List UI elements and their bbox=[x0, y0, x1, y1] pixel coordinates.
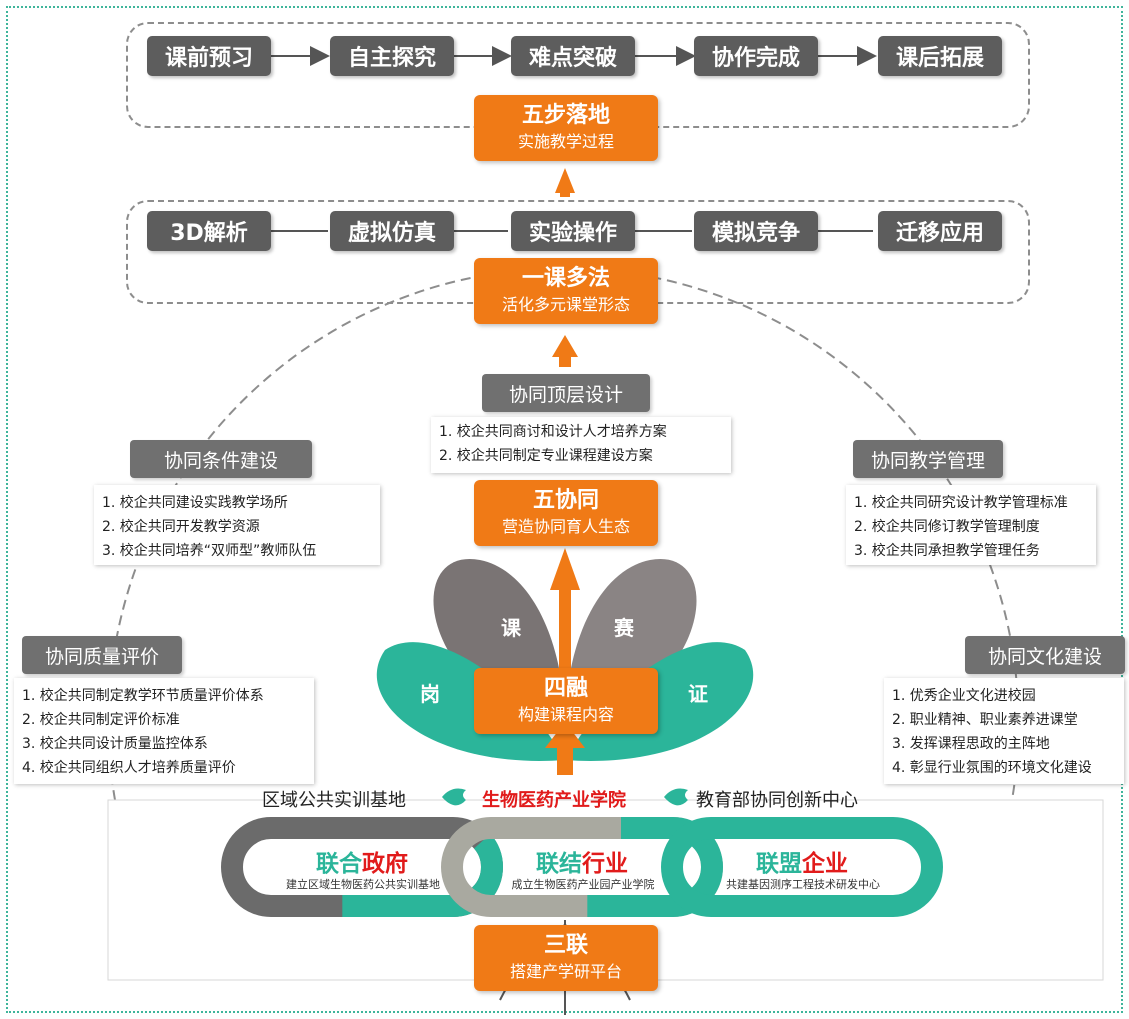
three-links-title: 三联 bbox=[543, 933, 588, 958]
list-item: 2. 职业精神、职业素养进课堂 bbox=[892, 712, 1078, 728]
arrow-up-1 bbox=[555, 168, 575, 197]
list-item: 3. 校企共同培养“双师型”教师队伍 bbox=[102, 543, 317, 559]
one-course-title: 一课多法 bbox=[521, 266, 610, 291]
platform-center: 生物医药产业学院 bbox=[482, 790, 626, 811]
chain-enterprise-title: 联盟企业 bbox=[702, 844, 902, 878]
culture-label: 协同文化建设 bbox=[965, 636, 1125, 674]
list-item: 1. 校企共同制定教学环节质量评价体系 bbox=[22, 688, 264, 704]
list-item: 4. 校企共同组织人才培养质量评价 bbox=[22, 760, 236, 776]
step-self-explore: 自主探究 bbox=[330, 36, 454, 76]
five-synergy-title: 五协同 bbox=[532, 488, 599, 513]
chain-government-sub: 建立区域生物医药公共实训基地 bbox=[286, 878, 440, 891]
quality-list: 1. 校企共同制定教学环节质量评价体系 2. 校企共同制定评价标准 3. 校企共… bbox=[14, 678, 314, 784]
top-design-label: 协同顶层设计 bbox=[482, 374, 650, 412]
five-synergy-subtitle: 营造协同育人生态 bbox=[501, 517, 630, 536]
step-breakthrough: 难点突破 bbox=[511, 36, 635, 76]
list-item: 2. 校企共同修订教学管理制度 bbox=[854, 519, 1040, 535]
list-item: 1. 优秀企业文化进校园 bbox=[892, 688, 1036, 704]
arrow-up-2 bbox=[552, 335, 578, 367]
teaching-mgmt-label: 协同教学管理 bbox=[853, 440, 1003, 478]
list-item: 3. 发挥课程思政的主阵地 bbox=[892, 736, 1050, 752]
chain-industry-title: 联结行业 bbox=[482, 844, 682, 878]
top-design-list: 1. 校企共同商讨和设计人才培养方案 2. 校企共同制定专业课程建设方案 bbox=[431, 417, 731, 473]
platform-right: 教育部协同创新中心 bbox=[696, 790, 858, 811]
chain-industry-title-a: 联结 bbox=[536, 851, 582, 877]
three-links-box: 三联 搭建产学研平台 bbox=[474, 925, 658, 991]
one-course-subtitle: 活化多元课堂形态 bbox=[501, 295, 630, 314]
five-steps-subtitle: 实施教学过程 bbox=[517, 132, 614, 151]
method-experiment: 实验操作 bbox=[511, 211, 635, 251]
chain-government-title-b: 政府 bbox=[362, 851, 408, 877]
list-item: 2. 校企共同开发教学资源 bbox=[102, 519, 260, 535]
bird-right-icon bbox=[664, 788, 688, 806]
method-transfer: 迁移应用 bbox=[878, 211, 1002, 251]
list-item: 3. 校企共同承担教学管理任务 bbox=[854, 543, 1040, 559]
petal-sai-label: 赛 bbox=[614, 616, 634, 640]
chain-industry-title-b: 行业 bbox=[582, 851, 628, 877]
list-item: 3. 校企共同设计质量监控体系 bbox=[22, 736, 208, 752]
teaching-mgmt-list: 1. 校企共同研究设计教学管理标准 2. 校企共同修订教学管理制度 3. 校企共… bbox=[846, 485, 1096, 565]
method-virtual: 虚拟仿真 bbox=[330, 211, 454, 251]
method-simulate: 模拟竞争 bbox=[694, 211, 818, 251]
quality-label: 协同质量评价 bbox=[22, 636, 182, 674]
step-collaborate: 协作完成 bbox=[694, 36, 818, 76]
one-course-box: 一课多法 活化多元课堂形态 bbox=[474, 258, 658, 324]
arrow-up-center bbox=[550, 548, 580, 590]
platform-left: 区域公共实训基地 bbox=[262, 790, 406, 811]
list-item: 2. 校企共同制定专业课程建设方案 bbox=[439, 448, 653, 464]
condition-list: 1. 校企共同建设实践教学场所 2. 校企共同开发教学资源 3. 校企共同培养“… bbox=[94, 485, 380, 565]
five-synergy-box: 五协同 营造协同育人生态 bbox=[474, 480, 658, 546]
method-3d: 3D解析 bbox=[147, 211, 271, 251]
list-item: 1. 校企共同建设实践教学场所 bbox=[102, 495, 288, 511]
list-item: 4. 彰显行业氛围的环境文化建设 bbox=[892, 760, 1092, 776]
chain-enterprise-title-b: 企业 bbox=[802, 851, 848, 877]
step-pre-study: 课前预习 bbox=[147, 36, 271, 76]
five-steps-box: 五步落地 实施教学过程 bbox=[474, 95, 658, 161]
petal-zheng-label: 证 bbox=[688, 682, 708, 706]
chain-enterprise-title-a: 联盟 bbox=[756, 851, 802, 877]
culture-list: 1. 优秀企业文化进校园 2. 职业精神、职业素养进课堂 3. 发挥课程思政的主… bbox=[884, 678, 1124, 784]
list-item: 1. 校企共同研究设计教学管理标准 bbox=[854, 495, 1068, 511]
bird-left-icon bbox=[442, 788, 466, 806]
petal-ke-label: 课 bbox=[501, 616, 521, 640]
list-item: 2. 校企共同制定评价标准 bbox=[22, 712, 180, 728]
list-item: 1. 校企共同商讨和设计人才培养方案 bbox=[439, 424, 667, 440]
three-links-subtitle: 搭建产学研平台 bbox=[509, 962, 622, 981]
petal-gang-label: 岗 bbox=[420, 682, 440, 706]
chain-government-title-a: 联合 bbox=[316, 851, 362, 877]
five-steps-title: 五步落地 bbox=[521, 103, 610, 128]
chain-government-title: 联合政府 bbox=[262, 844, 462, 878]
condition-label: 协同条件建设 bbox=[130, 440, 312, 478]
chain-enterprise-sub: 共建基因测序工程技术研发中心 bbox=[726, 878, 880, 891]
four-fusion-title: 四融 bbox=[543, 676, 588, 701]
four-fusion-subtitle: 构建课程内容 bbox=[517, 705, 614, 724]
chain-industry-sub: 成立生物医药产业园产业学院 bbox=[511, 878, 655, 891]
four-fusion-box: 四融 构建课程内容 bbox=[474, 668, 658, 734]
step-extend: 课后拓展 bbox=[878, 36, 1002, 76]
